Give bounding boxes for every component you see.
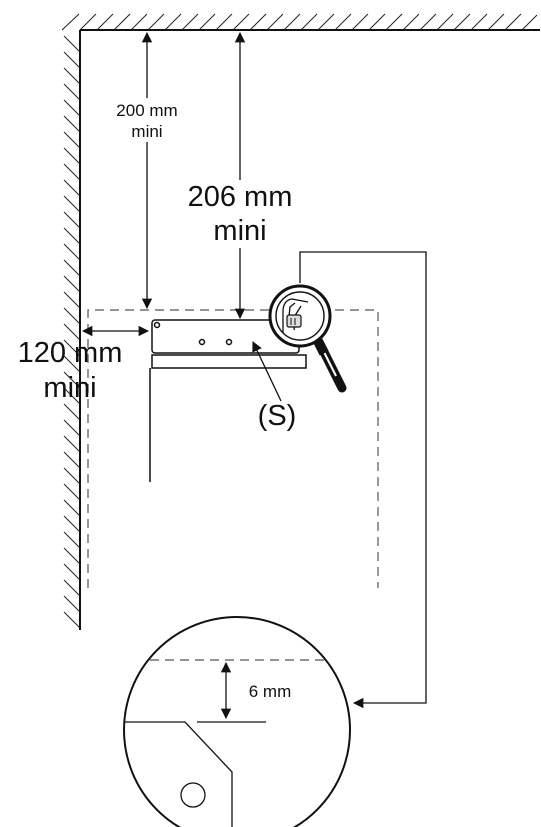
label-120mm: 120 mm: [18, 337, 123, 369]
ceiling-hatch: [61, 13, 538, 31]
label-120mm-mini: mini: [43, 372, 96, 404]
label-206mm: 206 mm: [188, 181, 293, 213]
label-200mm-mini: mini: [131, 122, 162, 141]
label-206mm-mini: mini: [213, 215, 266, 247]
detail-content: [124, 659, 350, 827]
detail-leader-line: [299, 251, 427, 709]
magnifier-icon: [268, 284, 347, 393]
label-200mm: 200 mm: [116, 101, 177, 120]
mounting-bracket: [149, 319, 307, 482]
label-bg-206: [176, 180, 304, 248]
label-bg-200: [104, 98, 190, 142]
pointer-arrow-s: [252, 341, 282, 402]
label-6mm: 6 mm: [249, 682, 292, 701]
label-bracket-s: (S): [258, 400, 297, 432]
unit-outline-dashed: [87, 309, 379, 588]
wall-hatch: [63, 35, 81, 629]
